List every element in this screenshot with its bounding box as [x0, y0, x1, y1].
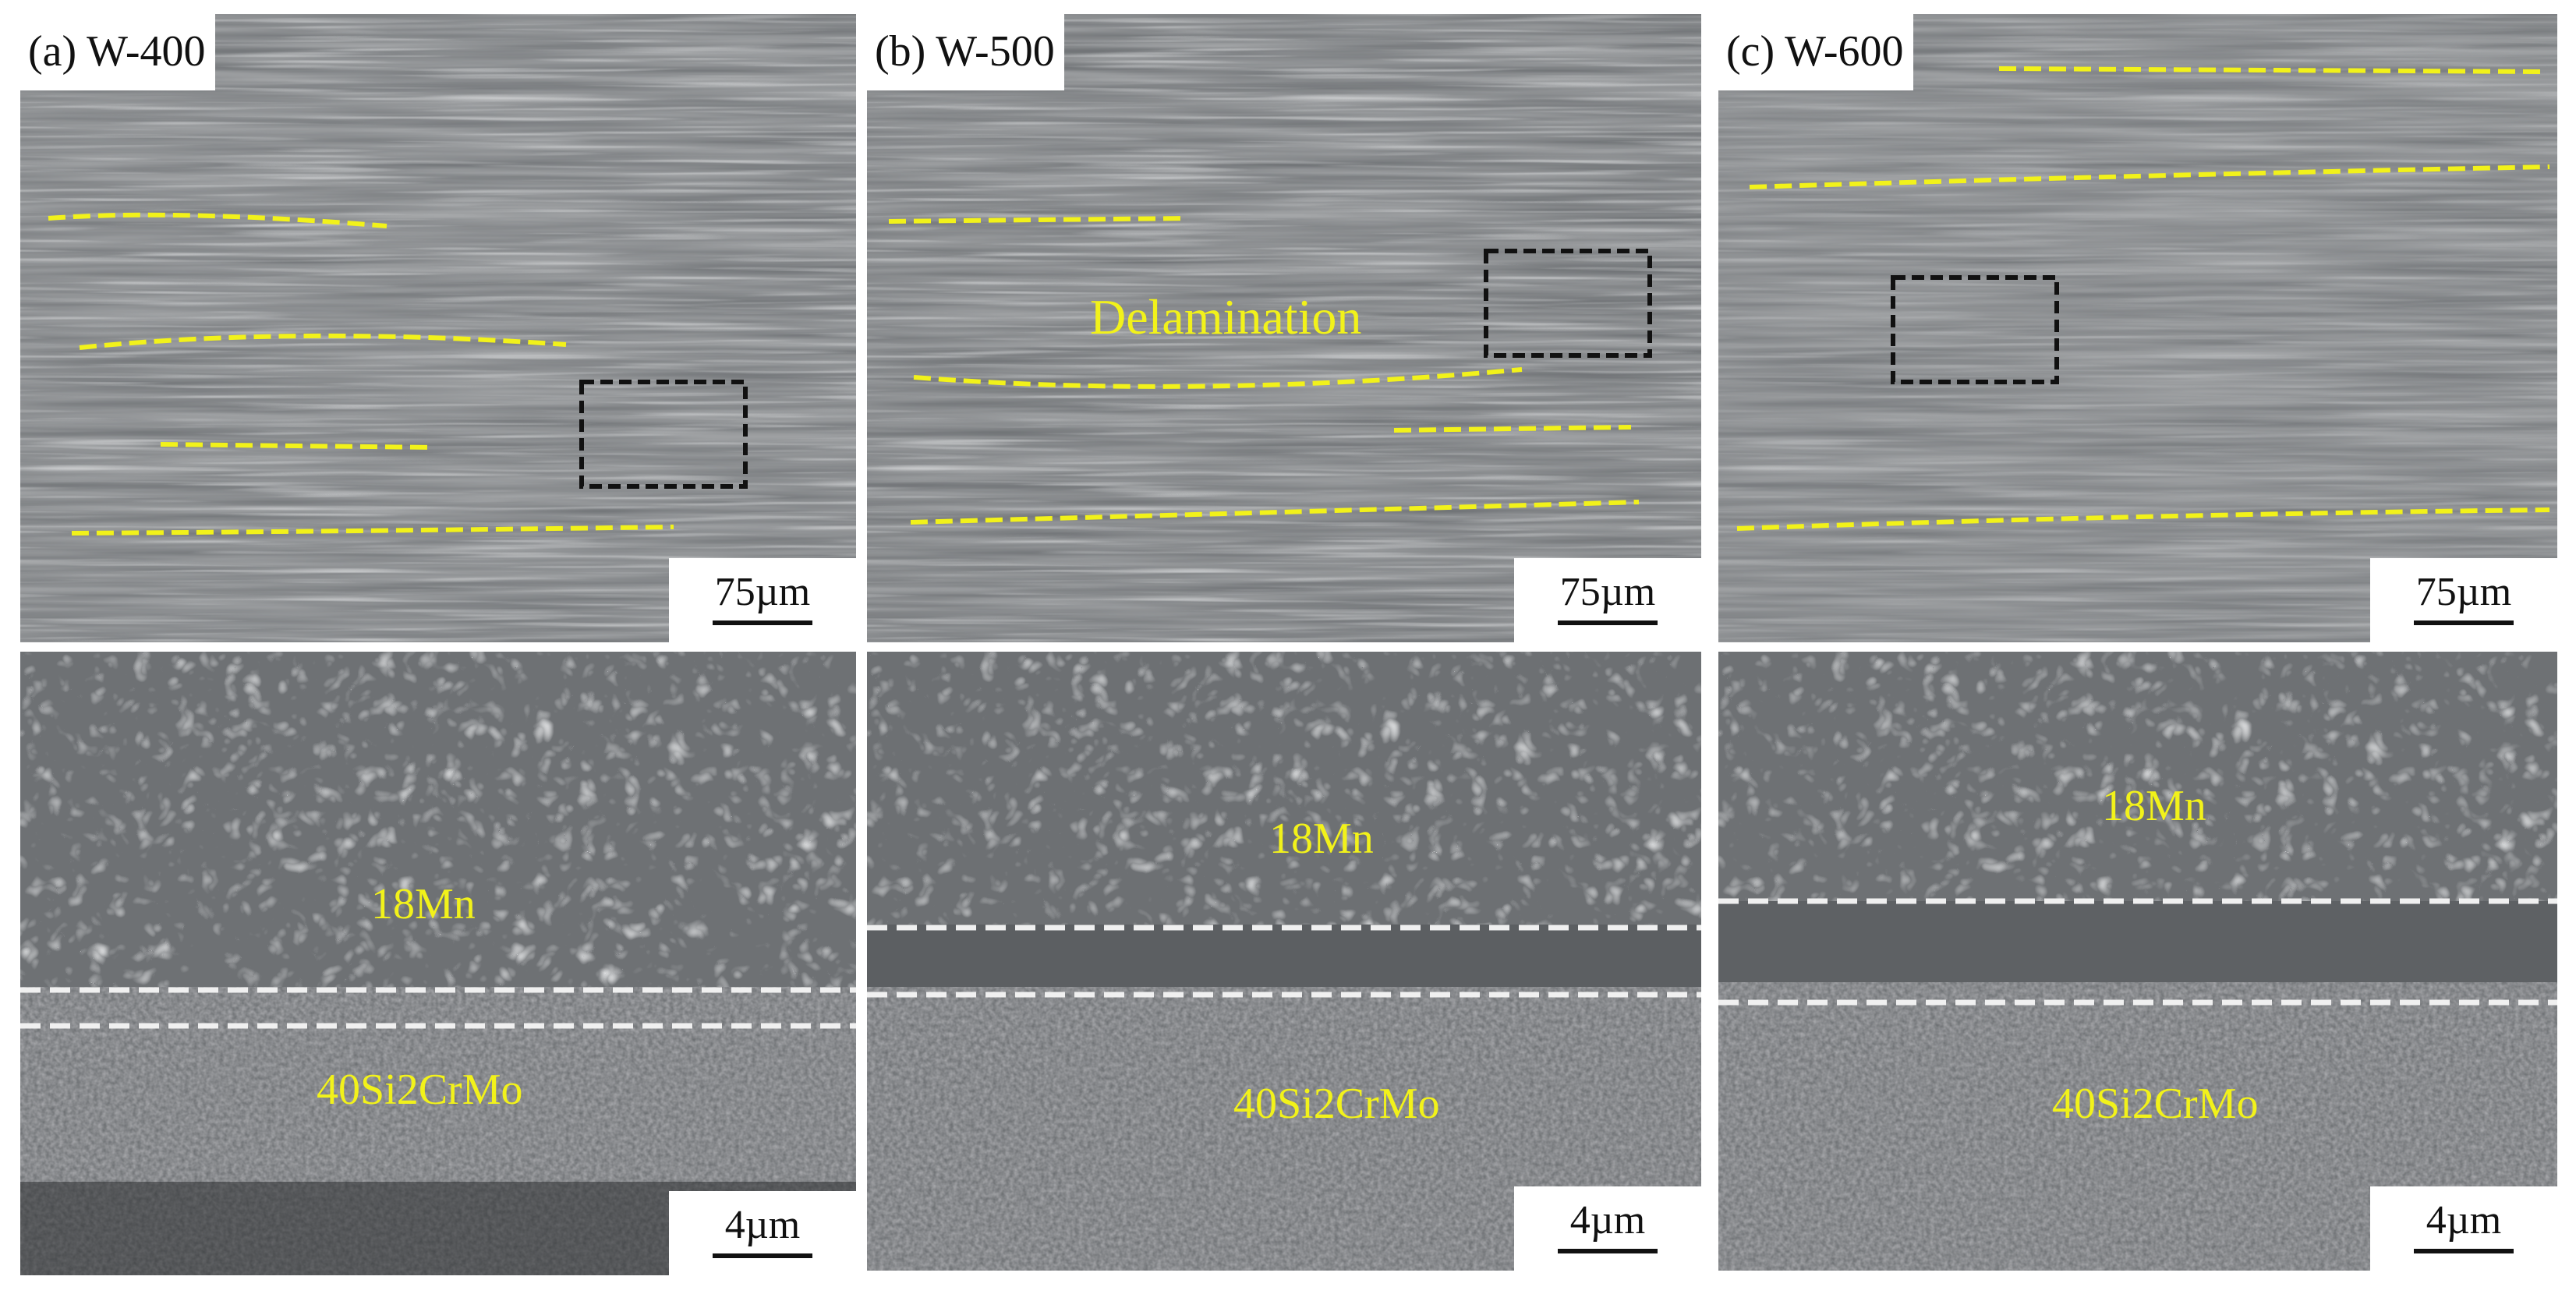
- sem-texture: [20, 652, 856, 1275]
- scale-bar-box: 4µm: [2370, 1186, 2557, 1271]
- sem-texture: [20, 14, 856, 642]
- scale-bar-box: 4µm: [1514, 1186, 1701, 1271]
- scale-label: 4µm: [724, 1203, 801, 1247]
- delamination-annotation: Delamination: [1090, 289, 1362, 345]
- scale-bar: [1558, 1249, 1658, 1253]
- scale-label: 4µm: [2426, 1198, 2502, 1243]
- panel-b-overview: (b) W-500 Delamination 75µm: [867, 14, 1701, 642]
- scale-bar-box: 4µm: [669, 1191, 856, 1275]
- panel-a-overview: (a) W-400 75µm: [20, 14, 856, 642]
- scale-bar-box: 75µm: [2370, 558, 2557, 642]
- layer-label-bottom: 40Si2CrMo: [1233, 1080, 1440, 1128]
- layer-label-top: 18Mn: [371, 880, 476, 928]
- layer-label-top: 18Mn: [1269, 815, 1374, 863]
- scale-bar-box: 75µm: [1514, 558, 1701, 642]
- scale-bar: [2414, 1249, 2514, 1253]
- panel-c-detail: 18Mn 40Si2CrMo 4µm: [1718, 652, 2557, 1271]
- scale-bar: [1558, 620, 1658, 625]
- scale-label: 75µm: [2415, 570, 2512, 614]
- scale-label: 75µm: [1559, 570, 1656, 614]
- panel-a-detail: 18Mn 40Si2CrMo 4µm: [20, 652, 856, 1275]
- panel-c-overview: (c) W-600 75µm: [1718, 14, 2557, 642]
- scale-bar-box: 75µm: [669, 558, 856, 642]
- scale-bar: [713, 620, 812, 625]
- layer-label-bottom: 40Si2CrMo: [2052, 1080, 2259, 1128]
- panel-label: (b) W-500: [867, 14, 1064, 90]
- sem-texture: [1718, 652, 2557, 1271]
- sem-texture: [867, 652, 1701, 1271]
- scale-bar: [2414, 620, 2514, 625]
- sem-texture: [1718, 14, 2557, 642]
- scale-label: 75µm: [714, 570, 811, 614]
- scale-bar: [713, 1253, 812, 1258]
- layer-label-top: 18Mn: [2102, 782, 2206, 830]
- panel-label: (c) W-600: [1718, 14, 1913, 90]
- scale-label: 4µm: [1569, 1198, 1646, 1243]
- layer-label-bottom: 40Si2CrMo: [317, 1066, 523, 1114]
- panel-label: (a) W-400: [20, 14, 215, 90]
- panel-b-detail: 18Mn 40Si2CrMo 4µm: [867, 652, 1701, 1271]
